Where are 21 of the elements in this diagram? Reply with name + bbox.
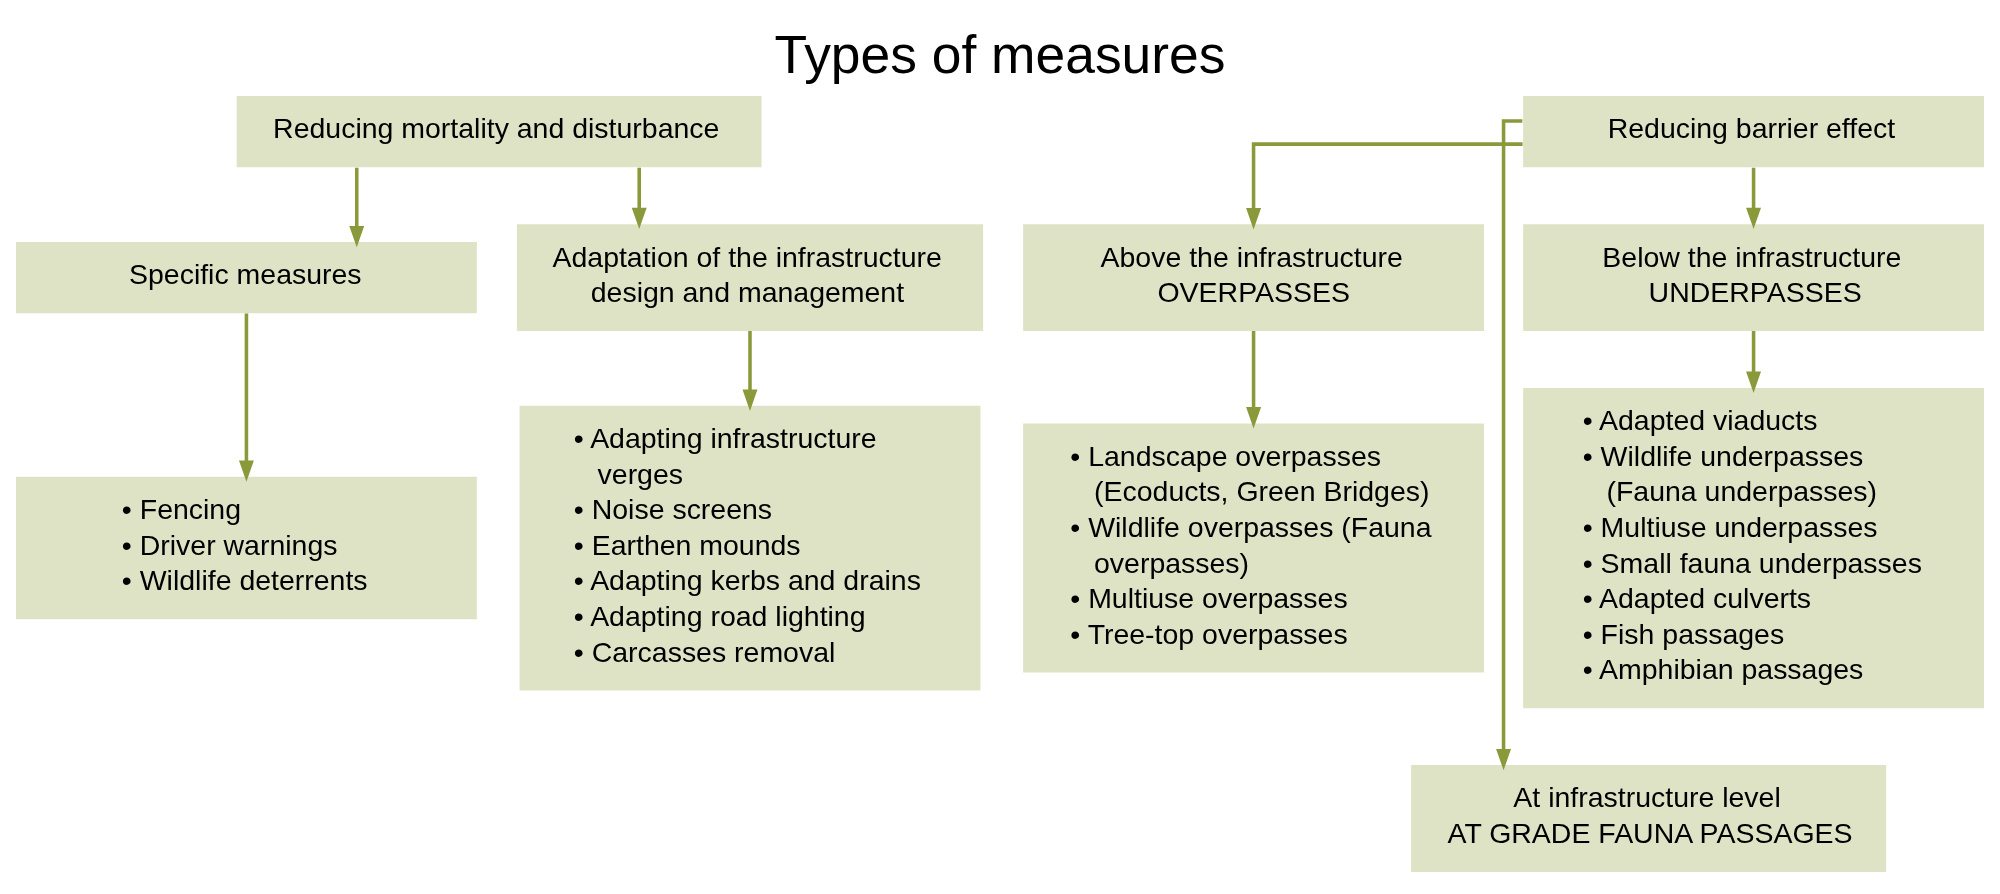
node-box: Below the infrastructure UNDERPASSES — [1523, 223, 1984, 331]
node-box: • Fencing • Driver warnings • Wildlife deterrents — [16, 476, 477, 619]
node-box: • Landscape overpasses (Ecoducts, Green Bridges) • Wildlife overpasses (Fauna overpasses) • Multiuse overpasses • Tree-top overpasses — [1023, 423, 1484, 673]
node-box: Specific measures — [16, 241, 477, 313]
node-box: Reducing barrier effect — [1523, 95, 1984, 167]
arrow — [631, 167, 647, 229]
arrow — [238, 313, 254, 482]
arrow — [742, 330, 758, 411]
arrow — [349, 167, 365, 247]
node-box: Reducing mortality and disturbance — [236, 95, 762, 167]
node-box: Adaptation of the infrastructure design and management — [516, 223, 984, 331]
node-box: Above the infrastructure OVERPASSES — [1023, 223, 1484, 331]
node-box: At infrastructure level AT GRADE FAUNA PASSAGES — [1411, 764, 1887, 872]
arrow — [1746, 330, 1762, 393]
arrow — [1246, 141, 1523, 229]
arrow — [1246, 330, 1262, 428]
arrow — [1496, 118, 1523, 770]
node-box: • Adapted viaducts • Wildlife underpasses (Fauna underpasses) • Multiuse underpasses • Small fauna underpasses • Adapted culverts • Fish passages • Amphibian passages — [1523, 387, 1984, 708]
arrow — [1746, 167, 1762, 229]
diagram-title: Types of measures — [774, 24, 1226, 84]
node-box: • Adapting infrastructure verges • Noise screens • Earthen mounds • Adapting kerbs and drains • Adapting road lighting • Carcasses removal — [519, 405, 981, 690]
